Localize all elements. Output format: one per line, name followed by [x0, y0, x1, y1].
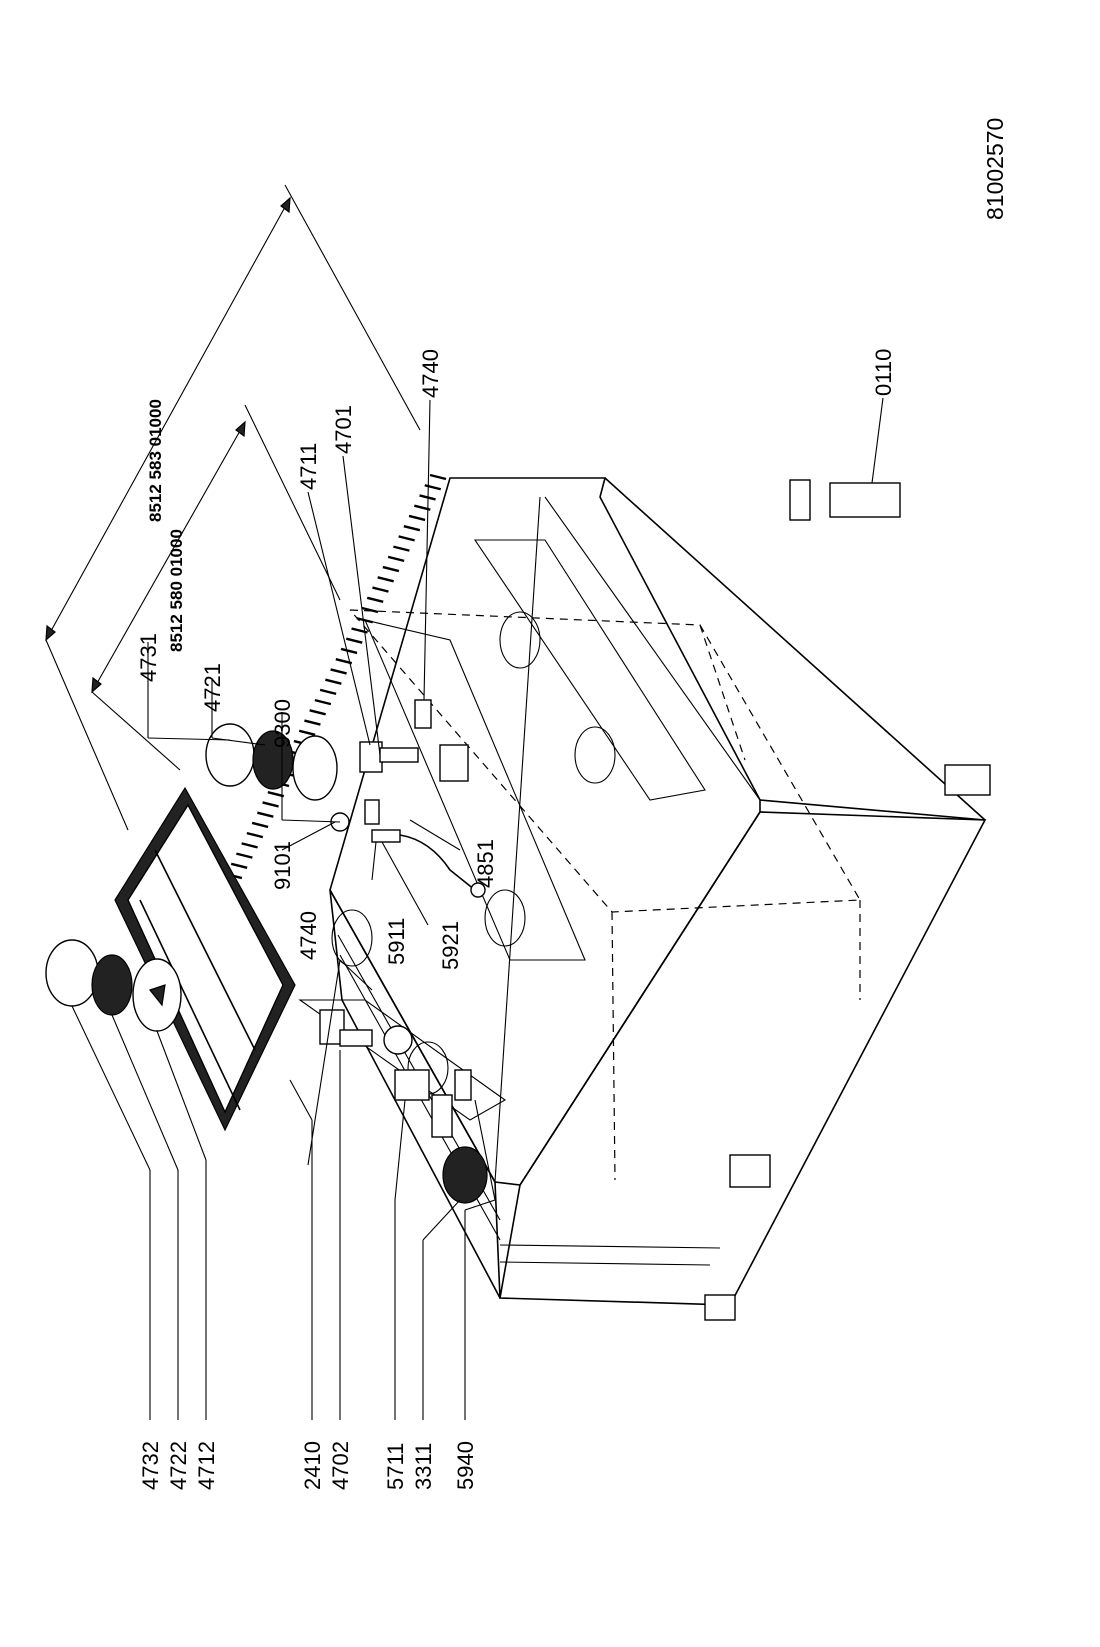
vent-slot: [398, 535, 415, 542]
vent-slot: [387, 555, 405, 563]
burner-cap-4731: [205, 723, 255, 787]
thermocouple-4851: [364, 799, 380, 825]
label-4711: 4711: [296, 443, 321, 490]
burner-parts-right: [205, 482, 901, 898]
vent-slot: [304, 719, 321, 726]
vent-slot: [325, 678, 342, 685]
burner-tube-4701: [379, 747, 419, 763]
burner-cap-4732: [45, 939, 99, 1007]
label-4740-right: 4740: [418, 349, 443, 398]
injector-4740-right: [414, 699, 432, 729]
label-3311: 3311: [411, 1443, 436, 1490]
vent-slot: [230, 862, 248, 870]
gas-tap-5711: [394, 1069, 430, 1101]
pan-support-grid: [114, 786, 296, 1132]
thermocouple-5940: [454, 1069, 472, 1101]
label-5911: 5911: [384, 918, 409, 965]
label-2410: 2410: [300, 1441, 325, 1490]
vent-slot: [246, 831, 264, 839]
label-4712: 4712: [194, 1441, 219, 1490]
label-4740-left: 4740: [296, 911, 321, 960]
vent-slot: [361, 606, 379, 614]
label-4851: 4851: [473, 839, 498, 888]
vent-slot: [298, 729, 316, 736]
foot-0110: [829, 482, 901, 518]
vent-slot: [267, 791, 285, 798]
label-4731: 4731: [136, 633, 161, 682]
ignition-5911: [371, 829, 401, 843]
vent-slot: [241, 842, 258, 849]
cooker-body: [298, 477, 991, 1321]
label-4701: 4701: [331, 405, 356, 454]
reference-arrows: [45, 184, 421, 831]
vent-slot: [382, 565, 400, 573]
label-5940: 5940: [453, 1441, 478, 1490]
label-4721: 4721: [200, 663, 225, 712]
control-knob-3311: [442, 1146, 488, 1204]
label-4732: 4732: [138, 1441, 163, 1490]
label-9300: 9300: [270, 699, 295, 748]
part-labels: 4732 4722 4712 2410 4702 5711 3311 5940 …: [136, 349, 896, 1490]
label-5711: 5711: [383, 1443, 408, 1490]
vent-slot: [236, 852, 253, 859]
vent-slot: [377, 576, 394, 583]
flame-spreader-4722: [91, 954, 133, 1016]
label-5921: 5921: [438, 921, 463, 970]
vent-slot: [403, 524, 421, 532]
vent-slot: [330, 668, 347, 675]
vent-slot: [314, 698, 332, 706]
vent-slot: [408, 514, 426, 522]
injector-4740-left: [383, 1025, 413, 1055]
vent-slot: [366, 596, 384, 603]
vent-slot: [262, 801, 279, 808]
label-4702: 4702: [328, 1441, 353, 1490]
label-9101: 9101: [270, 841, 295, 890]
vent-slot: [345, 637, 363, 644]
reference-number-583: 8512 583 01000: [146, 399, 165, 522]
label-0110: 0110: [871, 349, 896, 396]
vent-slot: [393, 545, 410, 552]
vent-slot: [424, 484, 442, 491]
document-number: 81002570: [982, 118, 1008, 220]
vent-slot: [251, 821, 269, 829]
vent-slot: [319, 688, 337, 696]
vent-slot: [356, 617, 374, 624]
leader-lines: [71, 397, 884, 1420]
vent-slot: [429, 473, 447, 481]
vent-slot: [340, 647, 358, 655]
label-4722: 4722: [166, 1441, 191, 1490]
vent-slot: [372, 586, 389, 593]
vent-slot: [335, 658, 353, 665]
burner-head-9300: [292, 735, 338, 801]
vent-slots: [204, 473, 447, 921]
vent-slot: [257, 811, 274, 818]
reference-number-580: 8512 580 01000: [167, 529, 186, 652]
vent-slot: [309, 709, 326, 716]
